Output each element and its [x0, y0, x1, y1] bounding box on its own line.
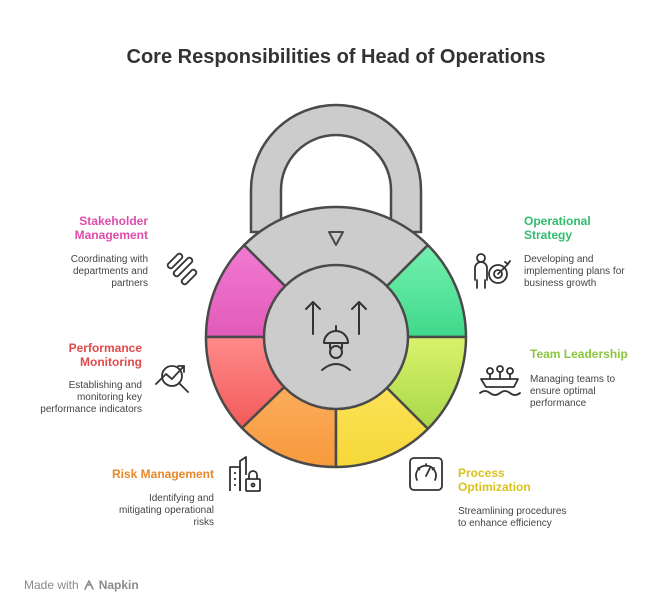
risk-management-title-text: Risk Management [111, 467, 214, 481]
lock-center-hub [262, 263, 410, 411]
paperclips-icon [166, 252, 198, 286]
team-leadership-title: Team Leadership [530, 347, 640, 361]
napkin-logo-icon [83, 580, 94, 590]
person-target-icon [474, 253, 511, 289]
footer: Made with Napkin [24, 578, 139, 592]
performance-monitoring-description: Establishing and monitoring key performa… [40, 380, 142, 415]
process-optimization-description: Streamlining procedures to enhance effic… [458, 506, 567, 529]
stakeholder-management-title-text: Stakeholder Management [74, 214, 148, 242]
team-leadership-title-text: Team Leadership [530, 347, 628, 361]
risk-management-description: Identifying and mitigating operational r… [118, 493, 214, 528]
footer-made-with: Made with [24, 578, 79, 592]
city-lock-icon [229, 456, 261, 492]
process-optimization-title-text: Process Optimization [458, 466, 531, 494]
footer-brand: Napkin [98, 578, 139, 592]
operational-strategy-description: Developing and implementing plans for bu… [524, 254, 625, 289]
stakeholder-management-description: Coordinating with departments and partne… [70, 254, 148, 289]
team-leadership-description: Managing teams to ensure optimal perform… [530, 374, 616, 409]
keyhole-triangle-icon [328, 231, 344, 246]
page-title: Core Responsibilities of Head of Operati… [126, 46, 546, 68]
gauge-icon [409, 457, 443, 491]
team-boat-icon [479, 365, 521, 396]
performance-monitoring-title: Performance Monitoring [40, 341, 142, 369]
trend-magnifier-icon [155, 365, 189, 393]
performance-monitoring-title-text: Performance Monitoring [68, 341, 142, 369]
process-optimization-title: Process Optimization [458, 466, 538, 494]
operational-strategy-title: Operational Strategy [524, 214, 634, 242]
stakeholder-management-title: Stakeholder Management [40, 214, 148, 242]
risk-management-title: Risk Management [100, 467, 214, 481]
operational-strategy-title-text: Operational Strategy [524, 214, 591, 242]
padlock-shackle [249, 103, 423, 234]
worker-up-arrows-icon [305, 301, 367, 371]
